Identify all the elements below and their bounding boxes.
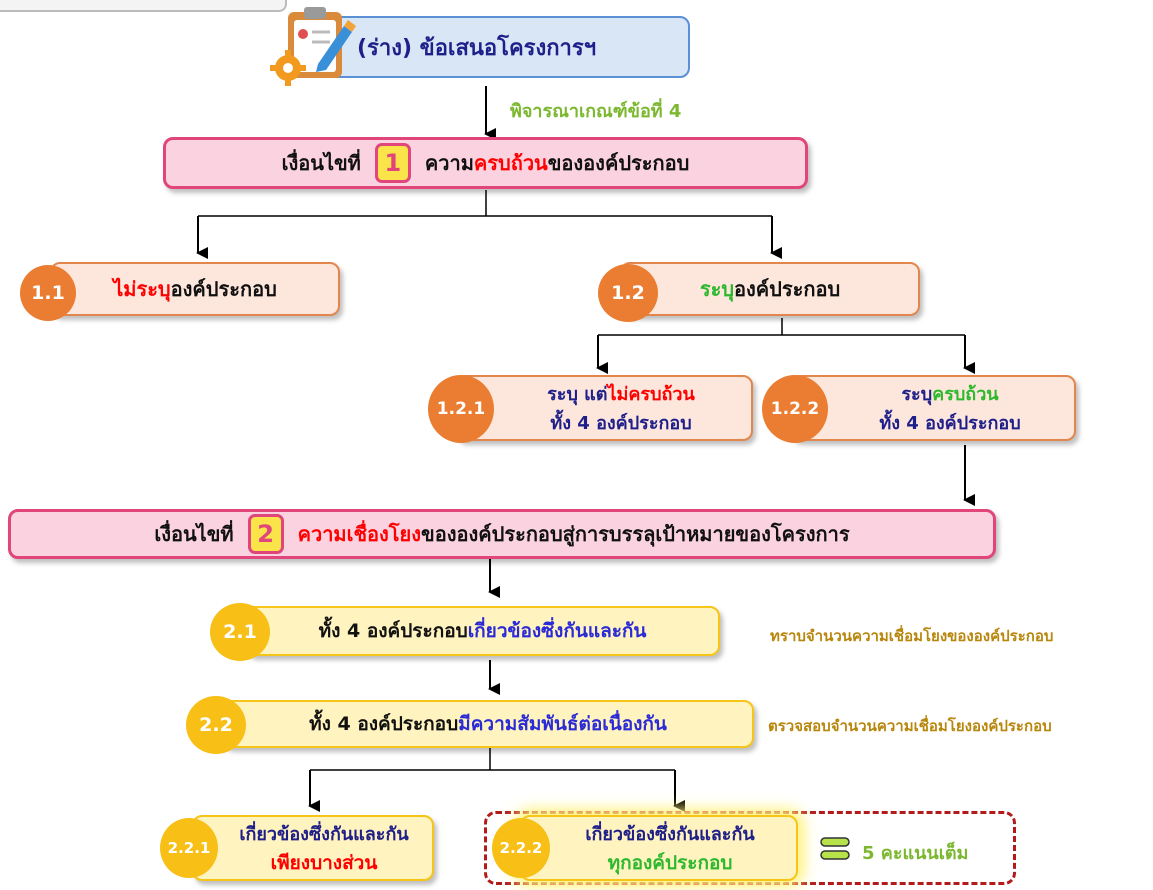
- node-2-2-box: ทั้ง 4 องค์ประกอบมีความสัมพันธ์ต่อเนื่อง…: [222, 700, 754, 748]
- condition-1-number-badge: 1: [374, 143, 411, 183]
- node-1-2-2-number: 1.2.2: [762, 375, 828, 443]
- node-2-1-number: 2.1: [210, 603, 270, 661]
- node-1-2-2-box: ระบุครบถ้วน ทั้ง 4 องค์ประกอบ: [790, 375, 1076, 441]
- full-score-label: 5 คะแนนเต็ม: [862, 843, 969, 864]
- node-1-2-1-line1-highlight: ไม่ครบถ้วน: [607, 384, 695, 405]
- clipboard-gear-icon: [270, 2, 360, 88]
- node-1-2-box: ระบุองค์ประกอบ: [620, 262, 920, 316]
- condition-2-post: ขององค์ประกอบสู่การบรรลุเป้าหมายของโครงก…: [421, 522, 850, 546]
- node-1-2-2-line2: ทั้ง 4 องค์ประกอบ: [879, 413, 1021, 434]
- condition-1-post: ขององค์ประกอบ: [547, 151, 690, 175]
- node-2-2-pre: ทั้ง 4 องค์ประกอบ: [309, 713, 459, 735]
- node-2-2-2-number: 2.2.2: [492, 818, 550, 878]
- node-2-2-2-line2: ทุกองค์ประกอบ: [607, 851, 733, 874]
- condition-1-prefix: เงื่อนไขที่: [281, 151, 361, 175]
- node-2-2-highlight: มีความสัมพันธ์ต่อเนื่องกัน: [458, 713, 667, 735]
- full-score-highlight-region: [484, 811, 1016, 885]
- node-1-2-2-line1-highlight: ครบถ้วน: [932, 384, 999, 405]
- node-2-1-box: ทั้ง 4 องค์ประกอบเกี่ยวข้องซึ่งกันและกัน: [245, 606, 720, 656]
- node-2-2-1-line2: เพียงบางส่วน: [270, 851, 378, 874]
- node-1-1-highlight: ไม่ระบุ: [113, 277, 171, 301]
- condition-1-box: เงื่อนไขที่ 1 ความครบถ้วนขององค์ประกอบ: [163, 137, 808, 189]
- node-1-1-post: องค์ประกอบ: [170, 277, 277, 301]
- node-1-2-highlight: ระบุ: [699, 277, 735, 301]
- condition-1-pre: ความ: [424, 151, 474, 175]
- node-2-2-note: ตรวจสอบจำนวนความเชื่อมโยงองค์ประกอบ: [768, 717, 1052, 735]
- node-1-2-1-line1-pre: ระบุ แต่: [547, 384, 608, 405]
- criterion-label: พิจารณาเกณฑ์ข้อที่ 4: [510, 101, 682, 122]
- node-1-2-2-line1-pre: ระบุ: [901, 384, 933, 405]
- condition-1-highlight: ครบถ้วน: [473, 151, 548, 175]
- node-2-1-pre: ทั้ง 4 องค์ประกอบ: [318, 620, 468, 642]
- draft-proposal-label: (ร่าง) ข้อเสนอโครงการฯ: [357, 35, 597, 61]
- node-2-2-2-box: เกี่ยวข้องซึ่งกันและกัน ทุกองค์ประกอบ: [520, 815, 798, 881]
- node-2-1-note: ทราบจำนวนความเชื่อมโยงขององค์ประกอบ: [770, 627, 1054, 645]
- condition-2-prefix: เงื่อนไขที่: [154, 522, 234, 546]
- node-2-2-1-line1: เกี่ยวข้องซึ่งกันและกัน: [239, 823, 409, 845]
- node-2-2-1-number: 2.2.1: [160, 818, 218, 878]
- condition-2-highlight: ความเชื่องโยง: [297, 522, 422, 546]
- node-2-1-highlight: เกี่ยวข้องซึ่งกันและกัน: [467, 620, 647, 642]
- node-1-2-number: 1.2: [598, 264, 658, 322]
- node-1-1-box: ไม่ระบุองค์ประกอบ: [50, 262, 340, 316]
- node-1-2-1-box: ระบุ แต่ไม่ครบถ้วน ทั้ง 4 องค์ประกอบ: [455, 375, 753, 441]
- node-2-2-number: 2.2: [186, 696, 246, 754]
- panel-fragment: [0, 0, 287, 12]
- condition-2-box: เงื่อนไขที่ 2 ความเชื่องโยงขององค์ประกอบ…: [8, 509, 996, 559]
- equals-icon: [820, 837, 850, 861]
- condition-2-number-badge: 2: [247, 514, 284, 554]
- node-1-1-number: 1.1: [20, 265, 76, 321]
- node-1-2-1-line2: ทั้ง 4 องค์ประกอบ: [550, 413, 692, 434]
- node-1-2-post: องค์ประกอบ: [734, 277, 841, 301]
- node-2-2-2-line1: เกี่ยวข้องซึ่งกันและกัน: [585, 823, 755, 845]
- node-2-2-1-box: เกี่ยวข้องซึ่งกันและกัน เพียงบางส่วน: [192, 815, 434, 881]
- draft-proposal-box: (ร่าง) ข้อเสนอโครงการฯ: [305, 16, 690, 78]
- node-1-2-1-number: 1.2.1: [428, 375, 494, 443]
